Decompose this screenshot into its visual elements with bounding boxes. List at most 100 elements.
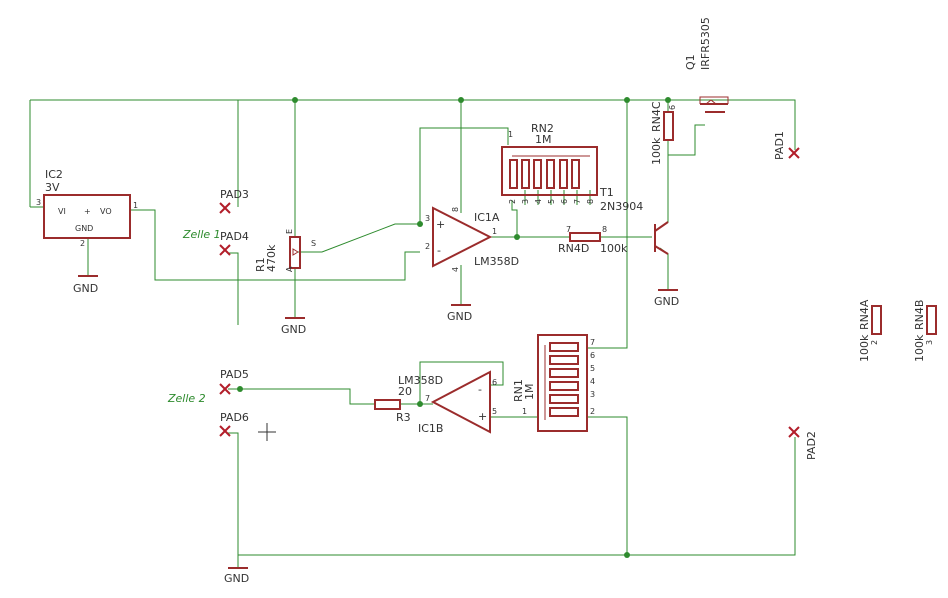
pad1[interactable]: PAD1 <box>773 131 800 160</box>
gnd-label: GND <box>447 310 472 323</box>
gnd-label: GND <box>224 572 249 585</box>
wire-q1-gate[interactable] <box>668 124 705 156</box>
rn1-element <box>549 355 579 365</box>
rn4d-value: 100k <box>600 242 628 255</box>
wire-rn1-pin2[interactable] <box>587 416 628 555</box>
rn1-element <box>549 368 579 378</box>
rn2-pin4: 4 <box>534 199 543 204</box>
ic1b-plus: + <box>478 410 487 423</box>
rn4c-pin: 6 <box>668 105 677 110</box>
t1-value: 2N3904 <box>600 200 643 213</box>
ic2-regulator[interactable]: IC2 3V VI + VO GND 3 1 2 <box>36 168 138 248</box>
pad5[interactable]: PAD5 <box>219 368 249 395</box>
rn1-element <box>549 342 579 352</box>
pad4[interactable]: PAD4 <box>219 230 249 256</box>
wire-pad6[interactable] <box>228 432 239 568</box>
rn4c-name: RN4C <box>650 101 663 132</box>
rn4d-resistor[interactable]: RN4D 100k 7 8 <box>558 225 628 255</box>
rn2-element <box>509 159 518 189</box>
rn4a-resistor[interactable]: RN4A 100k 2 <box>858 299 882 362</box>
ic1a-pin2: 2 <box>425 242 430 251</box>
q1-name: Q1 <box>684 54 697 70</box>
ic1b-name: IC1B <box>418 422 443 435</box>
rn1-pin7: 7 <box>590 338 595 347</box>
wire-rn1-top[interactable] <box>587 100 628 349</box>
pad4-cross <box>219 244 231 256</box>
r3-resistor[interactable]: 20 R3 <box>374 385 412 424</box>
rn1-element <box>549 394 579 404</box>
r1-wiper-arrow <box>292 248 299 256</box>
pad3[interactable]: PAD3 <box>219 188 249 214</box>
rn1-name: RN1 <box>512 379 525 402</box>
pad2[interactable]: PAD2 <box>788 426 818 460</box>
rn2-pin6: 6 <box>560 199 569 204</box>
rn2-element <box>533 159 542 189</box>
rn1-pin3: 3 <box>590 390 595 399</box>
rn4b-body <box>926 305 937 335</box>
t1-transistor[interactable]: T1 2N3904 <box>599 186 669 255</box>
rn2-pin3: 3 <box>521 199 530 204</box>
gnd-label: GND <box>281 323 306 336</box>
gnd-ic2: GND <box>73 275 98 295</box>
pad6[interactable]: PAD6 <box>219 411 249 437</box>
rn2-name: RN2 <box>531 122 554 135</box>
gnd-t1: GND <box>654 289 679 308</box>
ic1b-pin6: 6 <box>492 378 497 387</box>
net-label-zelle1: Zelle 1 <box>182 228 221 241</box>
ic1a-pin1: 1 <box>492 227 497 236</box>
pad6-label: PAD6 <box>220 411 249 424</box>
q1-arrow <box>704 99 718 105</box>
rn1-element <box>549 381 579 391</box>
wire-top-rail[interactable] <box>30 99 796 150</box>
junction-dot <box>458 97 464 103</box>
r1-potentiometer[interactable]: R1 470k E S A <box>254 229 316 272</box>
pad6-cross <box>219 425 231 437</box>
rn2-pin2: 2 <box>508 199 517 204</box>
wire-ic1b-feedback[interactable] <box>419 361 504 404</box>
ic1a-opamp[interactable]: + - IC1A LM358D 3 2 1 8 4 <box>425 206 519 272</box>
wire-rn2-bus[interactable] <box>511 200 518 237</box>
ic1a-pin4: 4 <box>451 267 460 272</box>
rn4a-name: RN4A <box>858 299 871 330</box>
ic2-pin3: 3 <box>36 198 41 207</box>
gnd-label: GND <box>654 295 679 308</box>
ic1b-pin5: 5 <box>492 407 497 416</box>
ic1b-opamp[interactable]: - + LM358D IC1B 7 6 5 <box>398 370 497 435</box>
rn4d-pin7: 7 <box>566 225 571 234</box>
wire-r1-wiper[interactable] <box>298 223 420 253</box>
wire-rn2-feedback[interactable] <box>419 127 509 224</box>
junction-dot <box>417 401 423 407</box>
ic2-pin-gnd: GND <box>75 224 93 233</box>
rn4c-body <box>663 111 674 141</box>
wire-bottom-rail[interactable] <box>238 437 796 556</box>
rn4b-resistor[interactable]: RN4B 100k 3 <box>913 300 937 362</box>
rn2-pin8: 8 <box>586 199 595 204</box>
pad3-label: PAD3 <box>220 188 249 201</box>
ic1a-pin8: 8 <box>451 207 460 212</box>
rn4a-value: 100k <box>858 334 871 362</box>
ic1a-plus: + <box>436 218 445 231</box>
r1-value: 470k <box>265 244 278 272</box>
wire-ic2-vo[interactable] <box>130 209 420 281</box>
ic1a-name: IC1A <box>474 211 500 224</box>
gnd-bottom: GND <box>224 567 249 585</box>
t1-collector-line <box>654 221 669 232</box>
wire-pad5-r3[interactable] <box>228 388 375 405</box>
rn1-pin4: 4 <box>590 377 595 386</box>
ic1b-body <box>430 370 491 434</box>
rn4a-body <box>871 305 882 335</box>
rn4b-name: RN4B <box>913 300 926 330</box>
rn1-network[interactable]: RN1 1M 7 6 5 4 3 2 1 <box>512 334 595 432</box>
ic2-value: 3V <box>45 181 60 194</box>
rn2-network[interactable]: RN2 1M 1 2 3 4 5 6 7 8 <box>501 122 598 204</box>
q1-mosfet[interactable]: Q1 IRFR5305 <box>684 17 729 113</box>
rn4d-pin8: 8 <box>602 225 607 234</box>
r3-value: 20 <box>398 385 412 398</box>
rn4c-resistor[interactable]: RN4C 100k 6 <box>650 101 677 165</box>
ic2-pin-vo: VO <box>100 207 112 216</box>
junction-dot <box>237 386 243 392</box>
q1-source-drain <box>699 96 729 104</box>
rn2-body <box>501 146 598 196</box>
wire-pad4-gnd[interactable] <box>228 252 239 325</box>
